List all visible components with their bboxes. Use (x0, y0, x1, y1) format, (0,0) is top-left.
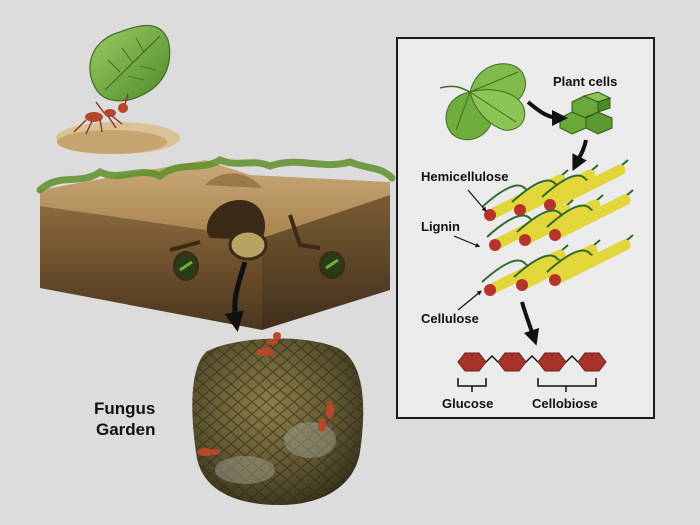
glucose-label: Glucose (442, 396, 493, 411)
fiber-end (516, 279, 528, 291)
fiber-end (549, 229, 561, 241)
fiber-end (519, 234, 531, 246)
fiber-end (489, 239, 501, 251)
soil-cross-section (40, 160, 392, 330)
leafcutter-ant-icon (56, 25, 180, 154)
plant-cells-label: Plant cells (553, 74, 617, 89)
fungus-garden-label-line2: Garden (96, 420, 156, 439)
fiber-end (514, 204, 526, 216)
cellobiose-label: Cellobiose (532, 396, 598, 411)
fiber-end (484, 209, 496, 221)
fungus-garden-illustration (192, 332, 363, 505)
hemicellulose-label: Hemicellulose (421, 169, 508, 184)
fiber-end (484, 284, 496, 296)
fiber-end (549, 274, 561, 286)
fiber-end (544, 199, 556, 211)
cellulose-label: Cellulose (421, 311, 479, 326)
lignin-label: Lignin (421, 219, 460, 234)
fungus-garden-label-line1: Fungus (94, 399, 155, 418)
